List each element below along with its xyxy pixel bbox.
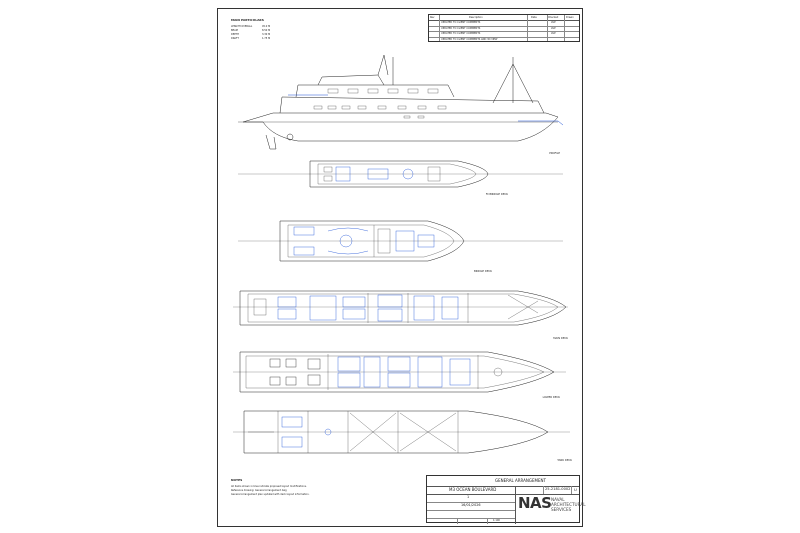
lower-deck-view xyxy=(233,351,566,393)
rev-desc: UPDATED TO CLIENT COMMENTS xyxy=(441,21,481,24)
rev-header: Date xyxy=(531,15,537,19)
view-label-profile: PROFILE xyxy=(549,151,560,155)
drawing-sheet: MAIN PARTICULARS LENGTH OVERALL 45.0 M B… xyxy=(217,8,586,527)
general-arrangement-drawing: PROFILE FLYBRIDGE DECK BRIDGE DECK MAIN … xyxy=(233,54,572,462)
project-name: M3 OCEAN BOULEVARD xyxy=(449,487,497,492)
bridge-deck-view xyxy=(238,220,563,262)
drawing-scale: 1:100 xyxy=(493,519,500,522)
profile-view xyxy=(238,54,564,150)
rev-checked: AVP xyxy=(551,21,556,24)
particular-label: DEPTH xyxy=(231,33,240,36)
drawing-number: 25-2181-0002 xyxy=(545,487,571,491)
rev-header: Description xyxy=(469,15,483,19)
sheet-number: 1 xyxy=(467,495,470,499)
view-label-tank: TANK DECK xyxy=(557,458,572,462)
particular-value: 45.0 M xyxy=(262,25,271,28)
flybridge-deck-view xyxy=(238,160,563,188)
view-label-main: MAIN DECK xyxy=(553,336,568,340)
company-line-1: NAVAL xyxy=(551,497,565,502)
nas-logo: NAS xyxy=(518,494,552,512)
revision-table: Rev Description Date Checked Drawn UPDAT… xyxy=(428,14,580,42)
particular-label: BEAM xyxy=(231,29,238,32)
view-label-flybridge: FLYBRIDGE DECK xyxy=(486,192,508,196)
rev-header: Rev xyxy=(430,15,435,19)
notes-title: NOTES xyxy=(231,478,243,482)
rev-header: Drawn xyxy=(566,15,574,19)
particular-value: 3.30 M xyxy=(262,33,271,36)
title-block: GENERAL ARRANGEMENT M3 OCEAN BOULEVARD 2… xyxy=(426,475,586,524)
particular-value: 1.75 M xyxy=(262,37,271,40)
company-line-2: ARCHITECTURAL xyxy=(551,502,586,507)
tank-deck-view xyxy=(233,410,570,454)
drawing-date: 16/01/2026 xyxy=(461,503,481,507)
particular-label: DRAFT xyxy=(231,37,239,40)
rev-desc: UPDATED TO CLIENT COMMENTS xyxy=(441,32,481,35)
particulars-title: MAIN PARTICULARS xyxy=(231,18,264,22)
view-label-lower: LOWER DECK xyxy=(543,395,561,399)
rev-checked: AVP xyxy=(551,32,556,35)
view-label-bridge: BRIDGE DECK xyxy=(474,269,492,273)
rev-desc: UPDATED TO CLIENT COMMENTS AND 3D VIEW xyxy=(441,37,498,41)
rev-desc: UPDATED TO CLIENT COMMENTS xyxy=(441,26,481,30)
company-line-3: SERVICES xyxy=(551,507,572,512)
revision-letter: U xyxy=(574,487,577,492)
note-item: Reference drawing: General Arrangement d… xyxy=(231,489,287,492)
note-item: All items shown in blue indicate propose… xyxy=(231,485,307,488)
particular-value: 8.50 M xyxy=(262,29,271,32)
main-deck-view xyxy=(233,290,568,326)
particular-label: LENGTH OVERALL xyxy=(231,25,253,28)
drawing-title: GENERAL ARRANGEMENT xyxy=(495,478,546,483)
rev-header: Checked xyxy=(548,15,559,19)
rev-checked: AVP xyxy=(551,26,556,30)
note-item: General Arrangement plan updated with de… xyxy=(231,493,310,496)
